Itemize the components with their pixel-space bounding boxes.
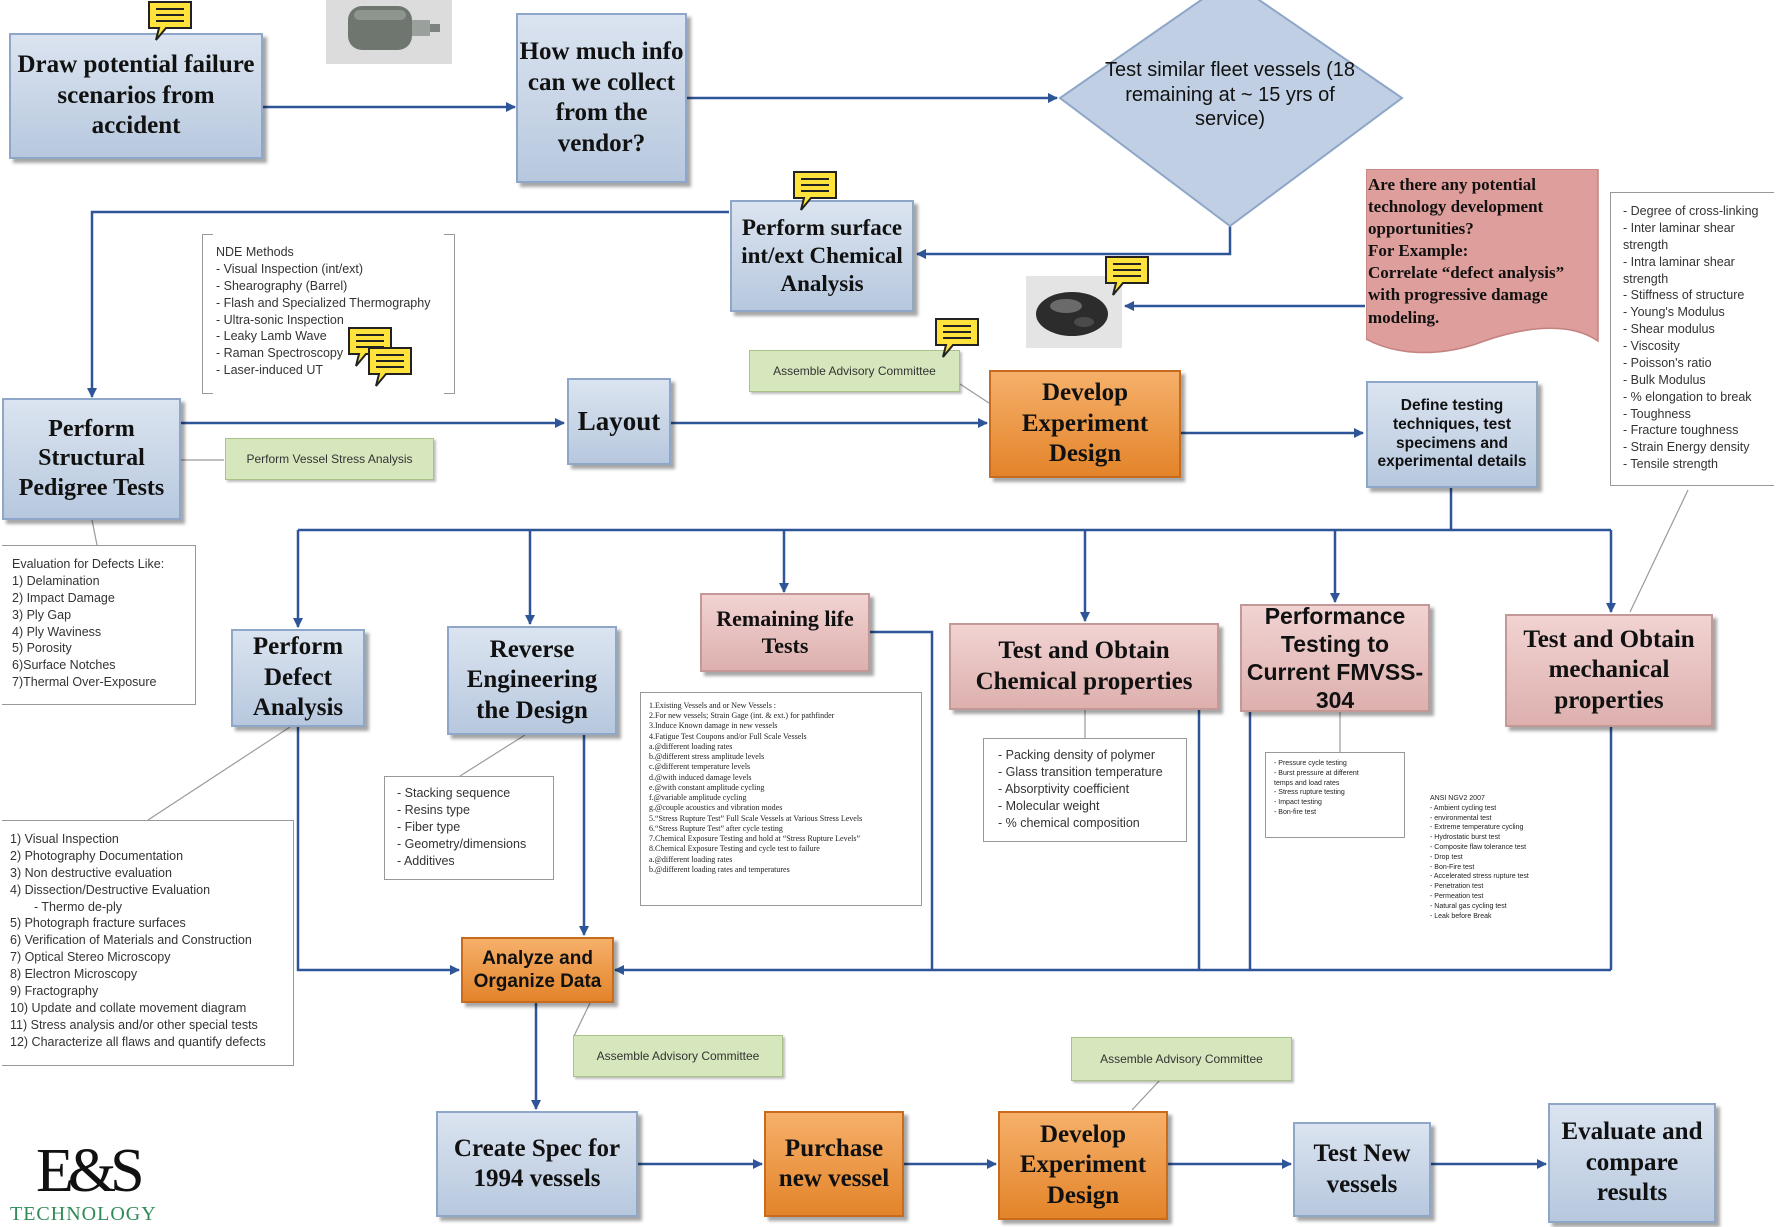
- mech-properties-list: - Degree of cross-linking- Inter laminar…: [1610, 192, 1774, 486]
- logo-letters: E&S: [36, 1137, 145, 1205]
- speech-bubble-icon[interactable]: [146, 0, 194, 42]
- fleet-test-decision[interactable]: [1058, 0, 1404, 228]
- damaged-vessel-photo-icon: [1026, 276, 1122, 348]
- es-technology-logo: E&S TECHNOLOGY: [10, 1140, 180, 1226]
- arrow-defect-to-analyze: [296, 727, 460, 975]
- fleet-test-label: Test similar fleet vessels (18 remaining…: [1104, 59, 1356, 131]
- ansi-ngv2-list: ANSI NGV2 2007- Ambient cycling test- en…: [1430, 795, 1529, 920]
- advisory-committee-mid-label[interactable]: Assemble Advisory Committee: [573, 1035, 783, 1077]
- tech-dev-box[interactable]: [1366, 169, 1600, 361]
- analyze-data-box[interactable]: Analyze and Organize Data: [461, 937, 614, 1003]
- speech-bubble-icon[interactable]: [791, 170, 839, 212]
- define-testing-box[interactable]: Define testing techniques, test specimen…: [1366, 381, 1538, 488]
- chemical-properties-list: - Packing density of polymer- Glass tran…: [983, 738, 1187, 842]
- purchase-vessel-box[interactable]: Purchase new vessel: [764, 1111, 904, 1217]
- develop-design-top-box[interactable]: Develop Experiment Design: [989, 370, 1181, 478]
- develop-design-bottom-box[interactable]: Develop Experiment Design: [998, 1111, 1168, 1220]
- draw-scenarios-box[interactable]: Draw potential failure scenarios from ac…: [9, 33, 263, 159]
- nde-methods-bracket-right: [444, 234, 455, 394]
- advisory-committee-bottom-label[interactable]: Assemble Advisory Committee: [1071, 1037, 1292, 1081]
- performance-testing-list: - Pressure cycle testing- Burst pressure…: [1265, 752, 1405, 838]
- nde-methods-bracket-left: [202, 234, 213, 394]
- speech-bubble-icon[interactable]: [933, 317, 981, 359]
- performance-testing-box[interactable]: Performance Testing to Current FMVSS-304: [1240, 603, 1430, 713]
- evaluate-results-box[interactable]: Evaluate and compare results: [1548, 1103, 1716, 1223]
- tech-dev-text: Are there any potential technology devel…: [1368, 175, 1565, 327]
- reverse-engineering-list: - Stacking sequence- Resins type- Fiber …: [384, 776, 554, 880]
- arrow-chem-to-structural: [87, 210, 729, 398]
- defect-analysis-box[interactable]: Perform Defect Analysis: [231, 629, 365, 727]
- arrow-fleet-to-chem: [916, 226, 1232, 259]
- logo-subtitle: TECHNOLOGY: [10, 1203, 157, 1225]
- create-spec-box[interactable]: Create Spec for 1994 vessels: [436, 1111, 638, 1217]
- structural-tests-box[interactable]: Perform Structural Pedigree Tests: [2, 398, 181, 520]
- defects-list: Evaluation for Defects Like:1) Delaminat…: [2, 545, 196, 705]
- test-new-vessels-box[interactable]: Test New vessels: [1293, 1122, 1431, 1217]
- mechanical-properties-box[interactable]: Test and Obtain mechanical properties: [1505, 614, 1713, 727]
- chemical-properties-box[interactable]: Test and Obtain Chemical properties: [949, 623, 1219, 710]
- nde-methods-list: NDE Methods- Visual Inspection (int/ext)…: [216, 245, 431, 378]
- remaining-life-list: 1.Existing Vessels and or New Vessels :2…: [640, 692, 922, 906]
- speech-bubble-icon[interactable]: [1103, 255, 1151, 297]
- layout-box[interactable]: Layout: [567, 378, 671, 465]
- vendor-info-box[interactable]: How much info can we collect from the ve…: [516, 13, 687, 183]
- vessel-photo-icon: [326, 0, 452, 64]
- chem-surface-box[interactable]: Perform surface int/ext Chemical Analysi…: [730, 200, 914, 312]
- remaining-life-box[interactable]: Remaining life Tests: [700, 593, 870, 672]
- speech-bubble-icon[interactable]: [366, 346, 414, 388]
- return-remaining: [870, 630, 934, 970]
- advisory-committee-top-label[interactable]: Assemble Advisory Committee: [749, 350, 960, 392]
- stress-analysis-label[interactable]: Perform Vessel Stress Analysis: [225, 438, 434, 480]
- reverse-engineering-box[interactable]: Reverse Engineering the Design: [447, 626, 617, 735]
